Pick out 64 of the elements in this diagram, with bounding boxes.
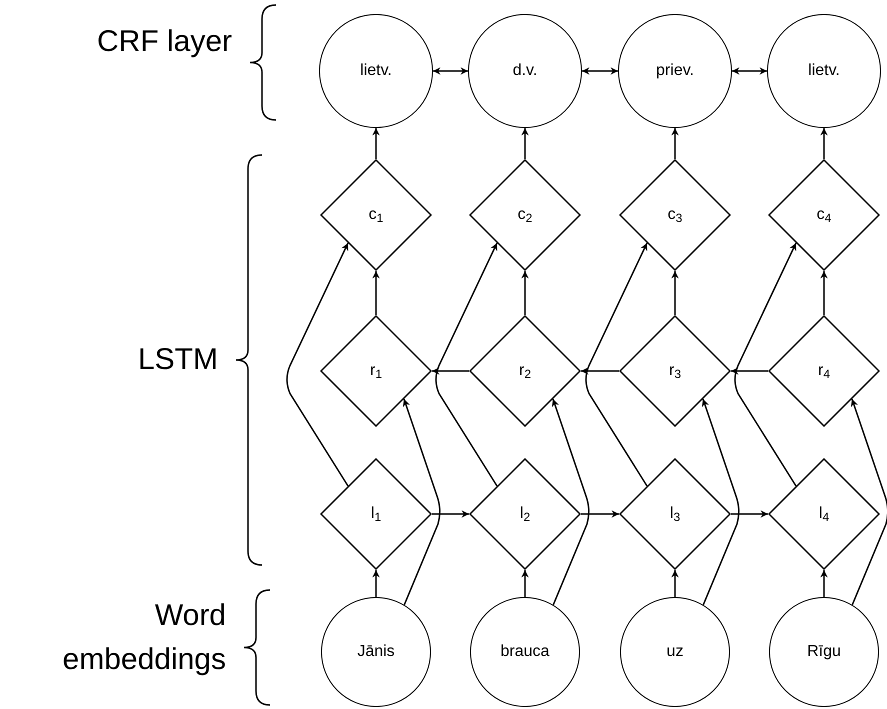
arrow bbox=[521, 271, 529, 315]
node-label: l$_{2}$ bbox=[520, 504, 530, 526]
arrow bbox=[433, 67, 468, 75]
arrow bbox=[671, 271, 679, 315]
arrow bbox=[372, 128, 380, 159]
arrow bbox=[432, 510, 469, 518]
arrow bbox=[435, 242, 498, 486]
arrow bbox=[820, 271, 828, 315]
arrow bbox=[552, 398, 590, 606]
arrow bbox=[702, 398, 740, 606]
diamond-node bbox=[768, 315, 880, 427]
arrow bbox=[671, 128, 679, 159]
arrow bbox=[731, 510, 768, 518]
layer-label: Word embeddings bbox=[62, 598, 226, 678]
arrow bbox=[731, 367, 768, 375]
arrow bbox=[582, 67, 618, 75]
node-label: lietv. bbox=[808, 61, 840, 81]
arrow bbox=[581, 510, 619, 518]
arrow bbox=[432, 367, 469, 375]
diamond-node bbox=[469, 315, 581, 427]
arrow bbox=[521, 128, 529, 159]
node-label: lietv. bbox=[360, 61, 392, 81]
layer-label: CRF layer bbox=[96, 24, 232, 60]
diamond-node bbox=[768, 159, 880, 271]
arrow bbox=[850, 398, 887, 606]
diamond-node bbox=[768, 458, 880, 570]
node-label: r$_{2}$ bbox=[518, 361, 531, 383]
node-label: brauca bbox=[500, 642, 550, 662]
diamond-node bbox=[619, 315, 731, 427]
layer-label: LSTM bbox=[136, 342, 218, 378]
node-label: r$_{1}$ bbox=[370, 361, 382, 383]
node-label: uz bbox=[666, 642, 684, 662]
arrow bbox=[286, 242, 349, 486]
diamond-node bbox=[469, 458, 581, 570]
node-label: d.v. bbox=[512, 61, 538, 81]
diamond-node bbox=[619, 458, 731, 570]
diamond-node bbox=[320, 458, 432, 570]
node-label: l$_{3}$ bbox=[670, 504, 680, 526]
arrow bbox=[732, 67, 767, 75]
arrow bbox=[585, 242, 648, 486]
arrow bbox=[820, 570, 828, 597]
arrow bbox=[402, 398, 440, 606]
node-label: l$_{1}$ bbox=[370, 504, 382, 526]
diamond-node bbox=[320, 159, 432, 271]
arrow bbox=[734, 242, 797, 486]
node-label: c$_{3}$ bbox=[668, 205, 682, 227]
diamond-node bbox=[320, 315, 432, 427]
arrow bbox=[820, 128, 828, 159]
arrow bbox=[521, 570, 529, 597]
node-label: Rīgu bbox=[807, 642, 841, 662]
node-label: c$_{2}$ bbox=[518, 205, 532, 227]
node-label: r$_{4}$ bbox=[818, 361, 830, 383]
diamond-node bbox=[469, 159, 581, 271]
arrow bbox=[372, 570, 380, 597]
node-label: r$_{3}$ bbox=[668, 361, 681, 383]
arrow bbox=[671, 570, 679, 597]
diamond-node bbox=[619, 159, 731, 271]
node-label: c$_{4}$ bbox=[816, 205, 832, 227]
node-label: l$_{4}$ bbox=[818, 504, 830, 526]
arrow bbox=[372, 271, 380, 315]
node-label: c$_{1}$ bbox=[368, 205, 384, 227]
arrow bbox=[581, 367, 619, 375]
node-label: priev. bbox=[656, 61, 694, 81]
node-label: Jānis bbox=[357, 642, 395, 662]
